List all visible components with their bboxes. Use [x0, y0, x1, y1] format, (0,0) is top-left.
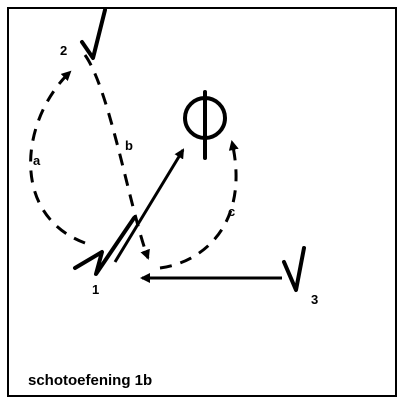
z-player-icon	[73, 216, 136, 276]
v-player-icon	[80, 8, 107, 60]
diagram-frame	[7, 7, 397, 397]
shot-arrow	[113, 148, 185, 263]
path-label-b: b	[125, 138, 133, 153]
point-label-1: 1	[92, 282, 99, 297]
path-b-arrow	[83, 54, 150, 260]
circle-goal-icon	[183, 90, 227, 160]
v-player-icon	[282, 246, 306, 292]
point-label-3: 3	[311, 292, 318, 307]
path-a-arrow	[29, 70, 86, 245]
path-c-arrow	[159, 140, 239, 270]
path-label-c: c	[228, 204, 235, 219]
point-label-2: 2	[60, 43, 67, 58]
path-label-a: a	[33, 153, 41, 168]
diagram-title: schotoefening 1b	[28, 372, 152, 389]
